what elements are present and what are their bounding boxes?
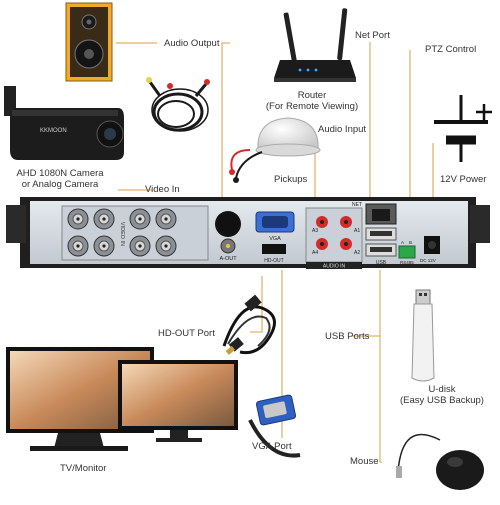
bnc-connector-pin: [164, 217, 168, 221]
leader-usb: [352, 270, 381, 400]
label-tv-monitor: TV/Monitor: [60, 463, 107, 474]
label-mouse: Mouse: [350, 456, 379, 467]
audio-in-block: [305, 207, 363, 263]
mouse-icon: [396, 433, 484, 490]
leader-hdout: [250, 276, 263, 333]
label-ptz-control: PTZ Control: [425, 44, 477, 55]
svg-text:B: B: [409, 240, 412, 245]
label-camera: AHD 1080N Camera or Analog Camera: [0, 168, 120, 190]
label-camera-line1: AHD 1080N Camera: [16, 168, 104, 179]
rs485-terminal: [398, 245, 416, 259]
svg-text:DC 12V: DC 12V: [420, 258, 436, 263]
label-router: Router (For Remote Viewing): [262, 90, 362, 112]
bnc-connector-pin: [138, 244, 142, 248]
hdmi-cable-icon: [222, 294, 276, 355]
panel-net-label: NET: [352, 202, 362, 208]
svg-text:A3: A3: [312, 228, 318, 234]
label-hdout-port: HD-OUT Port: [158, 328, 215, 339]
bnc-connector-pin: [164, 244, 168, 248]
label-pickups: Pickups: [274, 174, 308, 185]
leader-audio-output: [116, 42, 230, 205]
bnc-connector-group: [67, 208, 177, 257]
speaker-icon: [65, 2, 113, 82]
bullet-camera-icon: KKMOON: [4, 86, 124, 160]
panel-vga-label: VGA: [269, 236, 281, 242]
label-audio-output: Audio Output: [164, 38, 220, 49]
label-udisk-line2: (Easy USB Backup): [400, 395, 484, 406]
monitor-icon: [118, 360, 238, 442]
label-router-line1: Router: [297, 90, 327, 101]
pickup-microphone-icon: [229, 117, 321, 183]
label-udisk-line1: U-disk: [428, 384, 456, 395]
bnc-cable-icon: [146, 77, 210, 132]
a-out-jack: [215, 211, 241, 237]
label-usb-ports: USB Ports: [325, 331, 370, 342]
label-vga-port: VGA Port: [252, 441, 292, 452]
panel-a-out-label: A-OUT: [219, 256, 237, 262]
panel-audio-in-label: AUDIO IN: [323, 264, 346, 270]
svg-text:A1: A1: [354, 228, 360, 234]
hdmi-port: [262, 244, 286, 254]
bnc-connector-pin: [138, 217, 142, 221]
label-12v-power: 12V Power: [440, 174, 487, 185]
label-net-port: Net Port: [355, 30, 390, 41]
bnc-connector-pin: [76, 244, 80, 248]
usb-flash-drive-icon: [411, 289, 435, 382]
bnc-connector-pin: [102, 244, 106, 248]
svg-text:A: A: [401, 240, 404, 245]
router-icon: [274, 8, 356, 82]
svg-text:A2: A2: [354, 250, 360, 256]
label-video-in: Video In: [145, 184, 180, 195]
leader-lines: [116, 42, 434, 463]
label-camera-line2: or Analog Camera: [21, 179, 99, 190]
dc-power-symbol-icon: [434, 95, 492, 162]
label-audio-input: Audio Input: [318, 124, 367, 135]
svg-text:RS485: RS485: [400, 260, 414, 265]
svg-text:A4: A4: [312, 250, 318, 256]
panel-usb-label: USB: [376, 260, 387, 266]
label-router-line2: (For Remote Viewing): [265, 101, 359, 112]
panel-hdout-label: HD-OUT: [264, 258, 283, 264]
svg-text:KKMOON: KKMOON: [40, 128, 67, 134]
vga-cable-icon: [248, 394, 301, 458]
label-udisk: U-disk (Easy USB Backup): [392, 384, 492, 406]
bnc-connector-pin: [102, 217, 106, 221]
bnc-connector-pin: [76, 217, 80, 221]
panel-video-in-label: VIDEO IN: [119, 222, 125, 246]
dvr-back-panel: VIDEO IN A-OUT VGA HD-OUT A3 A1 A4 A2 AU…: [6, 197, 490, 270]
leader-usb-mouse: [379, 400, 382, 463]
